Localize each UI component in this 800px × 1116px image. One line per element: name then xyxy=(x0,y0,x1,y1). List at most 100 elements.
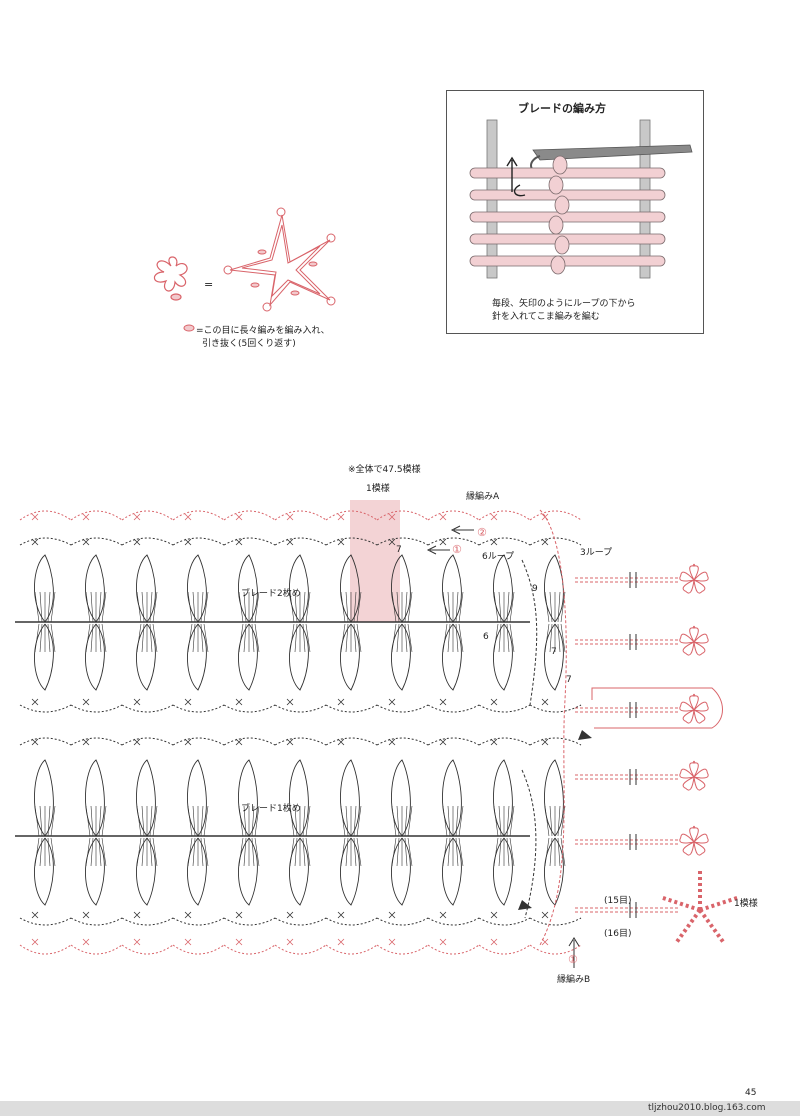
braid2-top-leaf xyxy=(136,554,156,623)
braid1-bottom-leaf-stroke xyxy=(458,837,464,867)
braid2-top-leaf-stroke xyxy=(152,591,158,623)
one-repeat-right-label: 1模様 xyxy=(734,899,758,909)
edging-b-arc-x xyxy=(286,938,294,946)
braid2-bottom-leaf-stroke xyxy=(34,623,40,653)
edging-b-arc xyxy=(172,944,225,955)
braid-caption-line1: 毎段、矢印のようにループの下から xyxy=(492,299,636,309)
right-edge-chain xyxy=(539,509,567,946)
braid2-top-arc xyxy=(478,537,531,546)
braid1-top-arc xyxy=(478,737,531,746)
braid2-bottom-arc-x xyxy=(133,698,141,706)
braid2-top-arc xyxy=(19,537,72,546)
braid1-bottom-arc xyxy=(19,917,72,926)
braid1-bottom-leaf-stroke xyxy=(101,837,107,867)
fringe-flower xyxy=(679,827,709,856)
braid2-top-leaf-stroke xyxy=(50,591,56,623)
braid2-bottom-leaf-stroke xyxy=(98,623,102,653)
braid1-bottom-leaf-stroke xyxy=(238,837,244,867)
edging-b-arc-x xyxy=(235,938,243,946)
braid2-bottom-arc xyxy=(529,704,582,713)
edging-a-arc-x xyxy=(490,513,498,521)
braid2-bottom-arc xyxy=(274,704,327,713)
braid1-bottom-leaf-stroke xyxy=(251,837,255,867)
braid1-bottom-leaf-stroke xyxy=(90,837,94,867)
braid1-bottom-leaf xyxy=(136,837,156,906)
small-flower-icon xyxy=(153,256,188,301)
braid1-bottom-leaf xyxy=(34,837,54,906)
braid1-bottom-leaf-stroke xyxy=(203,837,209,867)
braid1-bottom-leaf xyxy=(442,837,462,906)
edging-b-arc-x xyxy=(82,938,90,946)
braid2-top-leaf-stroke xyxy=(557,591,561,623)
braid-2-label: ブレード2枚め xyxy=(241,589,301,599)
braid1-top-leaf xyxy=(442,759,462,837)
fringe-flower xyxy=(692,564,695,580)
braid2-top-arc xyxy=(223,537,276,546)
braid1-top-leaf xyxy=(136,759,156,837)
braid2-bottom-leaf-stroke xyxy=(251,623,255,653)
braid1-bottom-leaf xyxy=(340,837,360,906)
edging-b-arc-x xyxy=(388,938,396,946)
braid1-bottom-arc-x xyxy=(184,911,192,919)
edging-b-arc xyxy=(325,944,378,955)
braid2-bottom-arc-x xyxy=(439,698,447,706)
braid2-bottom-leaf-stroke xyxy=(254,623,260,653)
braid1-bottom-leaf-stroke xyxy=(141,837,145,867)
braid2-top-leaf xyxy=(391,554,411,623)
braid1-bottom-arc xyxy=(172,917,225,926)
legend-note-line2: 引き抜く(5回くり返す) xyxy=(202,339,296,349)
braid1-top-leaf xyxy=(238,759,258,837)
stitches-16-label: (16目) xyxy=(604,929,632,939)
legend-note-line1: =この目に長々編みを編み入れ、 xyxy=(196,326,330,336)
braid1-top-leaf-stroke xyxy=(50,805,56,837)
braid2-top-leaf-stroke xyxy=(98,591,102,623)
braid2-top-leaf-stroke xyxy=(39,591,43,623)
braid2-bottom-leaf-stroke xyxy=(391,623,397,653)
braid1-bottom-leaf-stroke xyxy=(560,837,566,867)
braid1-top-leaf-stroke xyxy=(544,805,550,837)
braid1-top-leaf-stroke xyxy=(192,805,196,837)
braid2-top-leaf xyxy=(340,554,360,623)
braid2-top-arc xyxy=(274,537,327,546)
braid1-top-arc-x xyxy=(337,738,345,746)
braid1-top-arc xyxy=(70,737,123,746)
count-6: 6 xyxy=(483,632,489,642)
edging-a-arc xyxy=(121,510,174,521)
edging-b-arc xyxy=(223,944,276,955)
braid1-top-leaf-stroke xyxy=(136,805,142,837)
edging-a-arc xyxy=(529,510,582,521)
braid2-top-leaf-stroke xyxy=(458,591,464,623)
braid2-bottom-leaf-stroke xyxy=(39,623,43,653)
long-stitch-symbol xyxy=(183,324,195,332)
fringe-loop-outline xyxy=(591,687,723,729)
braid2-top-arc xyxy=(325,537,378,546)
edging-a-arc xyxy=(478,510,531,521)
braid2-top-leaf xyxy=(493,554,513,623)
braid2-top-arc-x xyxy=(541,538,549,546)
braid1-top-arc xyxy=(376,737,429,746)
braid1-top-leaf-stroke xyxy=(90,805,94,837)
braid1-bottom-leaf-stroke xyxy=(447,837,451,867)
braid1-top-leaf-stroke xyxy=(549,805,553,837)
braid2-top-leaf xyxy=(442,554,462,623)
edging-a-arc-x xyxy=(184,513,192,521)
circle-1-marker: ① xyxy=(452,543,462,556)
braid1-top-leaf-stroke xyxy=(345,805,349,837)
braid1-top-leaf-stroke xyxy=(200,805,204,837)
fringe-flower xyxy=(679,762,709,791)
braid1-bottom-arc-x xyxy=(439,911,447,919)
braid2-bottom-leaf xyxy=(34,623,54,691)
edging-a-arc-x xyxy=(388,513,396,521)
braid1-bottom-leaf-stroke xyxy=(47,837,51,867)
braid1-bottom-arc xyxy=(274,917,327,926)
edging-a-arc-x xyxy=(82,513,90,521)
braid1-top-leaf-stroke xyxy=(101,805,107,837)
braid2-top-arc-x xyxy=(337,538,345,546)
braid2-bottom-leaf-stroke xyxy=(455,623,459,653)
braid1-top-leaf xyxy=(34,759,54,837)
braid1-top-leaf-stroke xyxy=(404,805,408,837)
fringe-flower xyxy=(692,826,695,842)
braid2-bottom-arc xyxy=(478,704,531,713)
braid2-bottom-leaf-stroke xyxy=(396,623,400,653)
fringe-flower xyxy=(692,626,695,642)
